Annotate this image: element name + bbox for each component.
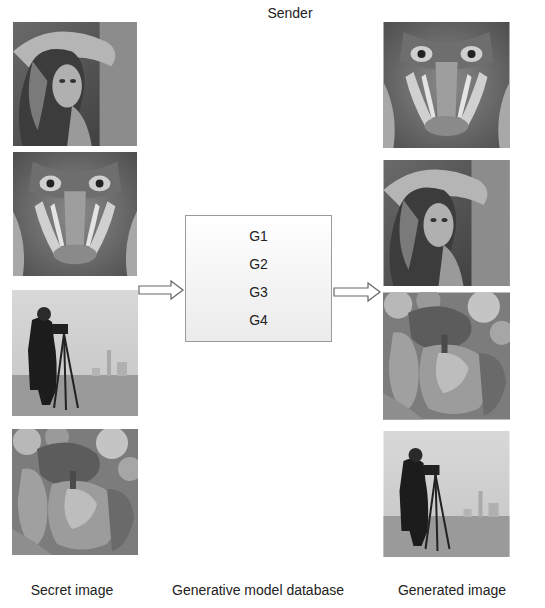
generated-image-photo [384,431,510,557]
model-name: G2 [249,256,268,273]
column-caption: Generated image [398,582,506,599]
column-caption: Secret image [31,582,113,599]
hollow-arrow [139,281,183,299]
secret-image-photo [13,22,137,146]
secret-image-photo [13,152,137,276]
generated-image-photo [383,288,514,419]
model-database-box: G1G2G3G4 [185,215,332,342]
hollow-arrow [334,283,380,301]
column-caption: Generative model database [172,582,344,599]
generated-image-photo [384,22,510,148]
diagram-title: Sender [267,5,312,22]
secret-image-photo [12,290,138,416]
model-name: G4 [249,312,268,329]
model-name: G3 [249,284,268,301]
model-name: G1 [249,228,268,245]
generated-image-photo [384,160,510,286]
secret-image-photo [12,425,142,555]
